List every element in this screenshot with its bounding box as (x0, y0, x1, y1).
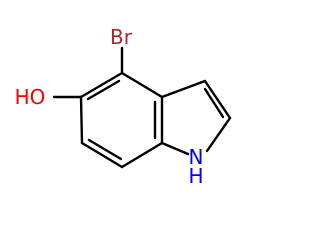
molecule-drawing: Br HO N H (15, 25, 232, 188)
bond-c5-c6 (79, 95, 84, 145)
bond-c6-c7 (80, 141, 124, 169)
double-bond-inner-2 (87, 138, 123, 161)
double-bond-inner-4 (203, 87, 225, 119)
bond-c3a-c3 (160, 79, 207, 99)
bromine-label: Br (110, 25, 133, 49)
bond-c3-c2 (203, 79, 232, 120)
bond-c3a-c4 (120, 71, 164, 99)
bond-c2-n1 (205, 116, 232, 153)
bond-c7-c7a (120, 141, 164, 169)
double-bond-inner-1 (86, 79, 121, 101)
nitrogen-hydrogen-label: H (188, 164, 203, 188)
bond-n1-c7a (160, 141, 190, 156)
structure-canvas: Br HO N H (15, 25, 232, 188)
nitrogen-label: N (189, 145, 204, 169)
pyrrole-ring (160, 79, 232, 156)
benzene-ring (79, 71, 164, 169)
hydroxyl-label: HO (15, 85, 46, 109)
bond-c4-c5 (79, 71, 124, 99)
